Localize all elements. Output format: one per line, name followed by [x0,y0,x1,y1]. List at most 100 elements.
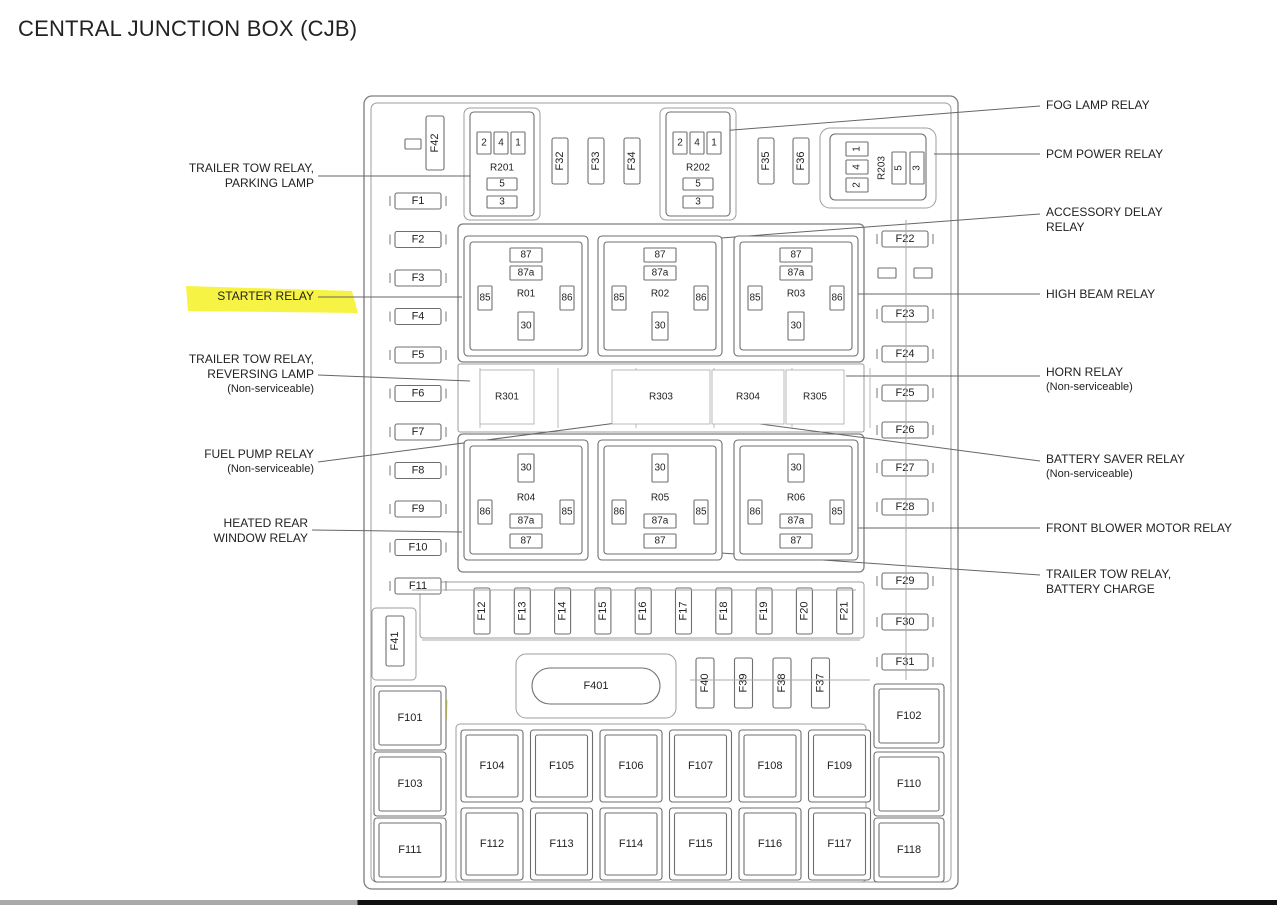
fuse-f10[interactable]: F10 [389,538,447,557]
maxi-fuse-f112[interactable]: F112 [460,807,524,881]
fuse-f15[interactable]: F15 [594,587,612,635]
fuse-f21[interactable]: F21 [836,587,854,635]
fuse-f23[interactable]: F23 [876,305,934,323]
fuse-f12[interactable]: F12 [473,587,491,635]
fuse-f20[interactable]: F20 [795,587,813,635]
fuse-body [755,587,773,635]
fuse-f24[interactable]: F24 [876,345,934,363]
relay-r303[interactable]: R303 [611,369,711,425]
relay-pin-label: 85 [561,507,573,518]
relay-pin-label: 3 [499,197,505,208]
maxi-fuse-f106[interactable]: F106 [599,729,663,803]
relay-pin [651,311,669,341]
fuse-f1[interactable]: F1 [389,192,447,210]
maxi-fuse-f107[interactable]: F107 [668,729,733,803]
maxi-fuse-f103[interactable]: F103 [373,751,447,817]
relay-pin [476,131,492,155]
fuse-f14[interactable]: F14 [554,587,572,635]
fuse-f19[interactable]: F19 [755,587,773,635]
fuse-f35[interactable]: F35 [757,137,775,185]
fuse-f2[interactable]: F2 [389,230,447,249]
fuse-f34[interactable]: F34 [623,137,641,185]
relay-pin [845,177,869,193]
relay-r301[interactable]: R301 [479,369,535,425]
bottom-strip [0,900,1277,905]
fuse-f17[interactable]: F17 [674,587,693,635]
maxi-fuse-f110[interactable]: F110 [873,751,945,817]
fuse-f27[interactable]: F27 [876,459,934,477]
fuse-f8[interactable]: F8 [389,461,447,480]
maxi-fuse-f117[interactable]: F117 [807,807,872,881]
fuse-f40[interactable]: F40 [695,657,715,709]
maxi-fuse-f109[interactable]: F109 [807,729,872,803]
callout-line: (Non-serviceable) [1046,468,1133,480]
fuse-f32[interactable]: F32 [551,137,569,185]
relay-pin-label: 4 [694,138,700,149]
maxi-fuse-f116[interactable]: F116 [738,807,802,881]
maxi-fuse-f114[interactable]: F114 [599,807,663,881]
relay-r304[interactable]: R304 [711,369,785,425]
fuse-f401[interactable]: F401 [531,667,661,705]
relay-r305[interactable]: R305 [785,369,845,425]
fuse-f41[interactable]: F41 [385,615,405,667]
relay-pin [829,285,845,311]
maxi-fuse-body [673,812,728,876]
fuse-f29[interactable]: F29 [876,572,934,590]
maxi-fuse-f102[interactable]: F102 [873,683,945,749]
maxi-fuse-f113[interactable]: F113 [529,807,594,881]
callout-line: HORN RELAY [1046,365,1123,379]
fuse-f6[interactable]: F6 [389,384,447,403]
fuse-f31[interactable]: F31 [876,653,934,671]
maxi-fuse-f105[interactable]: F105 [529,729,594,803]
fuse-label: F32 [554,152,566,171]
maxi-fuse-f115[interactable]: F115 [668,807,733,881]
starter-relay-highlight [186,286,358,313]
fuse-f16[interactable]: F16 [634,587,652,635]
relay-pin [643,247,677,263]
fuse-f38[interactable]: F38 [772,657,792,709]
fuse-f30[interactable]: F30 [876,613,934,631]
fuse-f22[interactable]: F22 [876,230,934,248]
maxi-fuse-f101[interactable]: F101 [373,685,447,751]
fuse-f25[interactable]: F25 [876,384,934,402]
fuse-f33[interactable]: F33 [587,137,605,185]
relay-pin [693,499,709,525]
relay-pin-label: 87a [652,516,669,527]
fuse-f28[interactable]: F28 [876,498,934,516]
fuse-label: F33 [590,152,602,171]
fuse-f26[interactable]: F26 [876,421,934,439]
maxi-fuse-body [743,734,797,798]
fuse-body [425,115,445,171]
maxi-fuse-f118[interactable]: F118 [873,817,945,883]
relay-pin [747,499,763,525]
fuse-f13[interactable]: F13 [513,587,531,635]
maxi-fuse-f111[interactable]: F111 [373,817,447,883]
fuse-f11[interactable]: F11 [389,577,447,595]
fuse-f42[interactable]: F42 [425,115,445,171]
fuse-f7[interactable]: F7 [389,423,447,441]
fuse-f3[interactable]: F3 [389,269,447,287]
relay-pin-label: 1 [515,138,521,149]
relay-id: R201 [490,163,514,174]
fuse-f9[interactable]: F9 [389,500,447,518]
fuse-row-bay [419,581,865,639]
maxi-fuse-f104[interactable]: F104 [460,729,524,803]
cjb-housing [363,95,959,890]
fuse-f4[interactable]: F4 [389,307,447,326]
fuse-f18[interactable]: F18 [715,587,733,635]
fuse-f37[interactable]: F37 [810,657,831,709]
fuse-f36[interactable]: F36 [792,137,810,185]
fuse-f39[interactable]: F39 [733,657,754,709]
maxi-fuse-f108[interactable]: F108 [738,729,802,803]
fuse-f5[interactable]: F5 [389,346,447,364]
